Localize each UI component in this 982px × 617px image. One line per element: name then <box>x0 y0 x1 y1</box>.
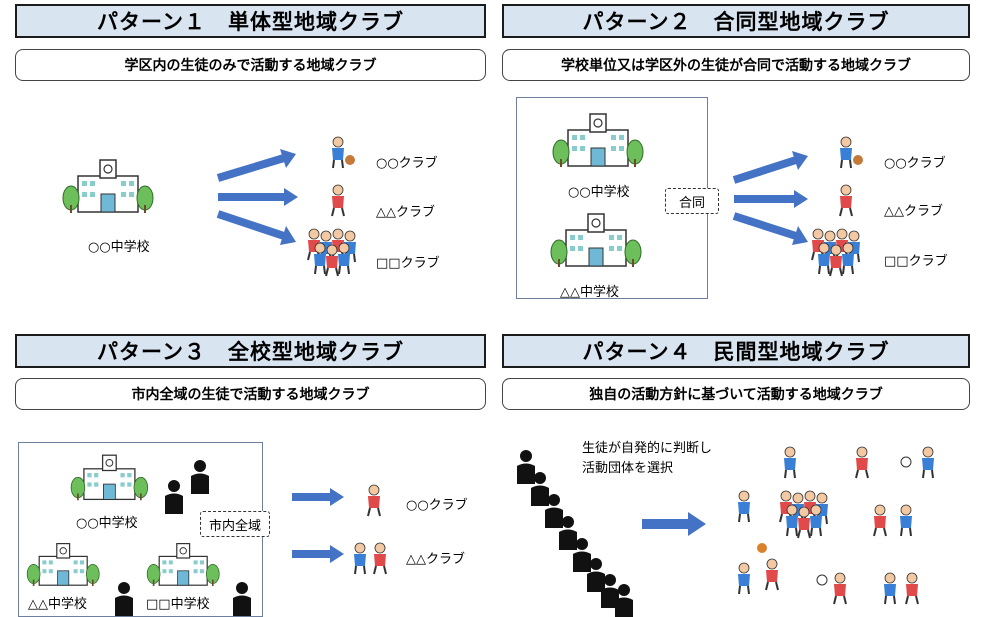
panel1-club-1: ○○クラブ <box>376 156 438 171</box>
panel1-arrow-1 <box>216 154 286 182</box>
panel4-note-line-1: 生徒が自発的に判断し <box>582 441 713 456</box>
panel1-school-label: ○○中学校 <box>88 240 150 255</box>
panel3-arrow-1-head <box>330 488 344 506</box>
baseball-player-icon <box>331 136 355 169</box>
panel2-arrow-3-head <box>792 226 808 245</box>
panel3-club-2: △△クラブ <box>406 552 465 567</box>
panel2-school-1-label: ○○中学校 <box>568 185 630 200</box>
panel1-club-3: □□クラブ <box>376 256 440 271</box>
panel2-join-label: 合同 <box>665 188 719 214</box>
panel3-arrow-2-head <box>330 545 344 563</box>
panel2-club-2: △△クラブ <box>884 204 943 219</box>
panel2-title: パターン２ 合同型地域クラブ <box>502 4 970 38</box>
panel1-club-2: △△クラブ <box>376 205 435 220</box>
panel3-club-1: ○○クラブ <box>406 498 468 513</box>
panel2-arrow-2-head <box>794 190 808 208</box>
panel3-title: パターン３ 全校型地域クラブ <box>15 334 486 368</box>
panel3-school-1-label: ○○中学校 <box>76 516 138 531</box>
panel2-arrow-1-head <box>792 151 808 170</box>
panel1-arrow-3-head <box>280 226 296 245</box>
panel1-arrow-3 <box>216 210 286 240</box>
panel4-title: パターン４ 民間型地域クラブ <box>502 334 970 368</box>
panel1-arrow-1-head <box>280 149 296 168</box>
panel1-arrow-2-head <box>284 188 298 206</box>
panel3-area-label: 市内全域 <box>200 511 270 537</box>
panel4-subtitle: 独自の活動方針に基づいて活動する地域クラブ <box>502 378 970 410</box>
panel2-arrow-1 <box>732 156 798 184</box>
panel3-school-3-label: □□中学校 <box>146 597 210 612</box>
panel2-club-3: □□クラブ <box>884 254 948 269</box>
panel1-title: パターン１ 単体型地域クラブ <box>15 4 486 38</box>
panel3-subtitle: 市内全域の生徒で活動する地域クラブ <box>15 378 486 410</box>
panel1-subtitle: 学区内の生徒のみで活動する地域クラブ <box>15 49 486 81</box>
panel2-club-1: ○○クラブ <box>884 156 946 171</box>
panel3-school-2-label: △△中学校 <box>28 597 87 612</box>
baseball-player-icon <box>839 136 863 169</box>
panel2-arrow-3 <box>732 212 798 240</box>
panel2-school-2-label: △△中学校 <box>560 285 619 300</box>
panel2-subtitle: 学校単位又は学区外の生徒が合同で活動する地域クラブ <box>502 49 970 81</box>
panel4-note-line-2: 活動団体を選択 <box>582 461 674 476</box>
